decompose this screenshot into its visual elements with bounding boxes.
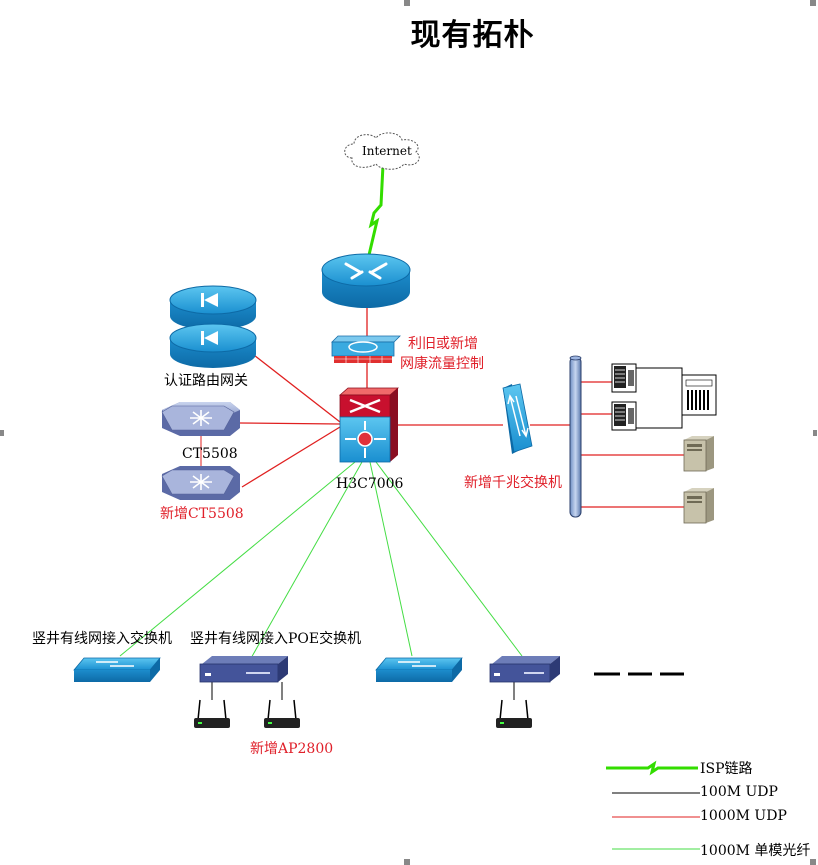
page-handle-bottom-right [810, 859, 816, 865]
link-server-rack-top [636, 367, 683, 380]
page-handle-top-right [810, 0, 816, 6]
tower-server-icon-2 [611, 401, 637, 431]
legend-udp1000-label: 1000M UDP [700, 808, 787, 824]
internet-cloud-icon [344, 132, 420, 170]
shaft-access-switch-icon-2 [375, 657, 463, 682]
flow-control-label-line1: 利旧或新增 [408, 336, 478, 352]
new-ap-label: 新增AP2800 [250, 741, 334, 757]
shaft-poe-switch-label: 竖井有线网接入POE交换机 [190, 631, 362, 647]
page-title: 现有拓朴 [410, 18, 535, 53]
legend-udp100-label: 100M UDP [700, 784, 778, 800]
new-gig-switch-label: 新增千兆交换机 [464, 475, 562, 491]
fiber-core-shaft2 [369, 461, 413, 657]
legend-isp-line [606, 760, 698, 776]
auth-gateway-upper-icon [169, 285, 257, 330]
page-handle-top [404, 0, 410, 6]
internet-label: Internet [362, 144, 412, 158]
pc-server-icon-1 [683, 436, 714, 472]
link-server-rack-bottom [636, 415, 683, 429]
poe-switch-icon-1 [199, 656, 288, 683]
ct5508-controller-icon [161, 402, 240, 436]
core-switch-label: H3C7006 [336, 476, 404, 492]
pc-server-icon-2 [683, 488, 714, 524]
page-handle-right [813, 430, 817, 436]
gigabit-switch-icon [502, 383, 533, 454]
link-newct5508-core [241, 426, 341, 488]
tower-server-icon-1 [611, 363, 637, 393]
shaft-access-switch-icon-1 [73, 657, 161, 682]
fiber-core-poe2 [375, 461, 523, 657]
auth-gateway-lower-icon [169, 323, 257, 368]
link-ct5508-core [239, 422, 341, 425]
legend-fiber-label: 1000M 单模光纤 [700, 843, 811, 859]
page-handle-left [0, 430, 4, 436]
access-point-icon-1 [194, 699, 230, 728]
flow-control-firewall-icon [331, 335, 401, 363]
page-handle-bottom [404, 859, 410, 865]
access-point-icon-3 [496, 699, 532, 728]
new-ct5508-controller-icon [161, 466, 240, 500]
storage-array-icon [681, 374, 717, 416]
new-ct5508-label: 新增CT5508 [160, 506, 244, 522]
core-switch-icon [338, 387, 400, 463]
auth-gateway-label: 认证路由网关 [164, 373, 248, 389]
legend-isp-label: ISP链路 [700, 761, 753, 777]
fiber-core-poe1 [249, 461, 363, 661]
router-icon [321, 253, 411, 308]
isp-link-line [367, 164, 385, 256]
link-gateway-core [249, 351, 341, 423]
poe-switch-icon-2 [489, 656, 560, 683]
ct5508-label: CT5508 [182, 446, 238, 462]
fiber-core-shaft1 [119, 461, 356, 657]
flow-control-label-line2: 网康流量控制 [400, 356, 484, 372]
shaft-wired-switch-label: 竖井有线网接入交换机 [32, 631, 172, 647]
server-bus-icon [569, 355, 582, 518]
access-point-icon-2 [264, 699, 300, 728]
